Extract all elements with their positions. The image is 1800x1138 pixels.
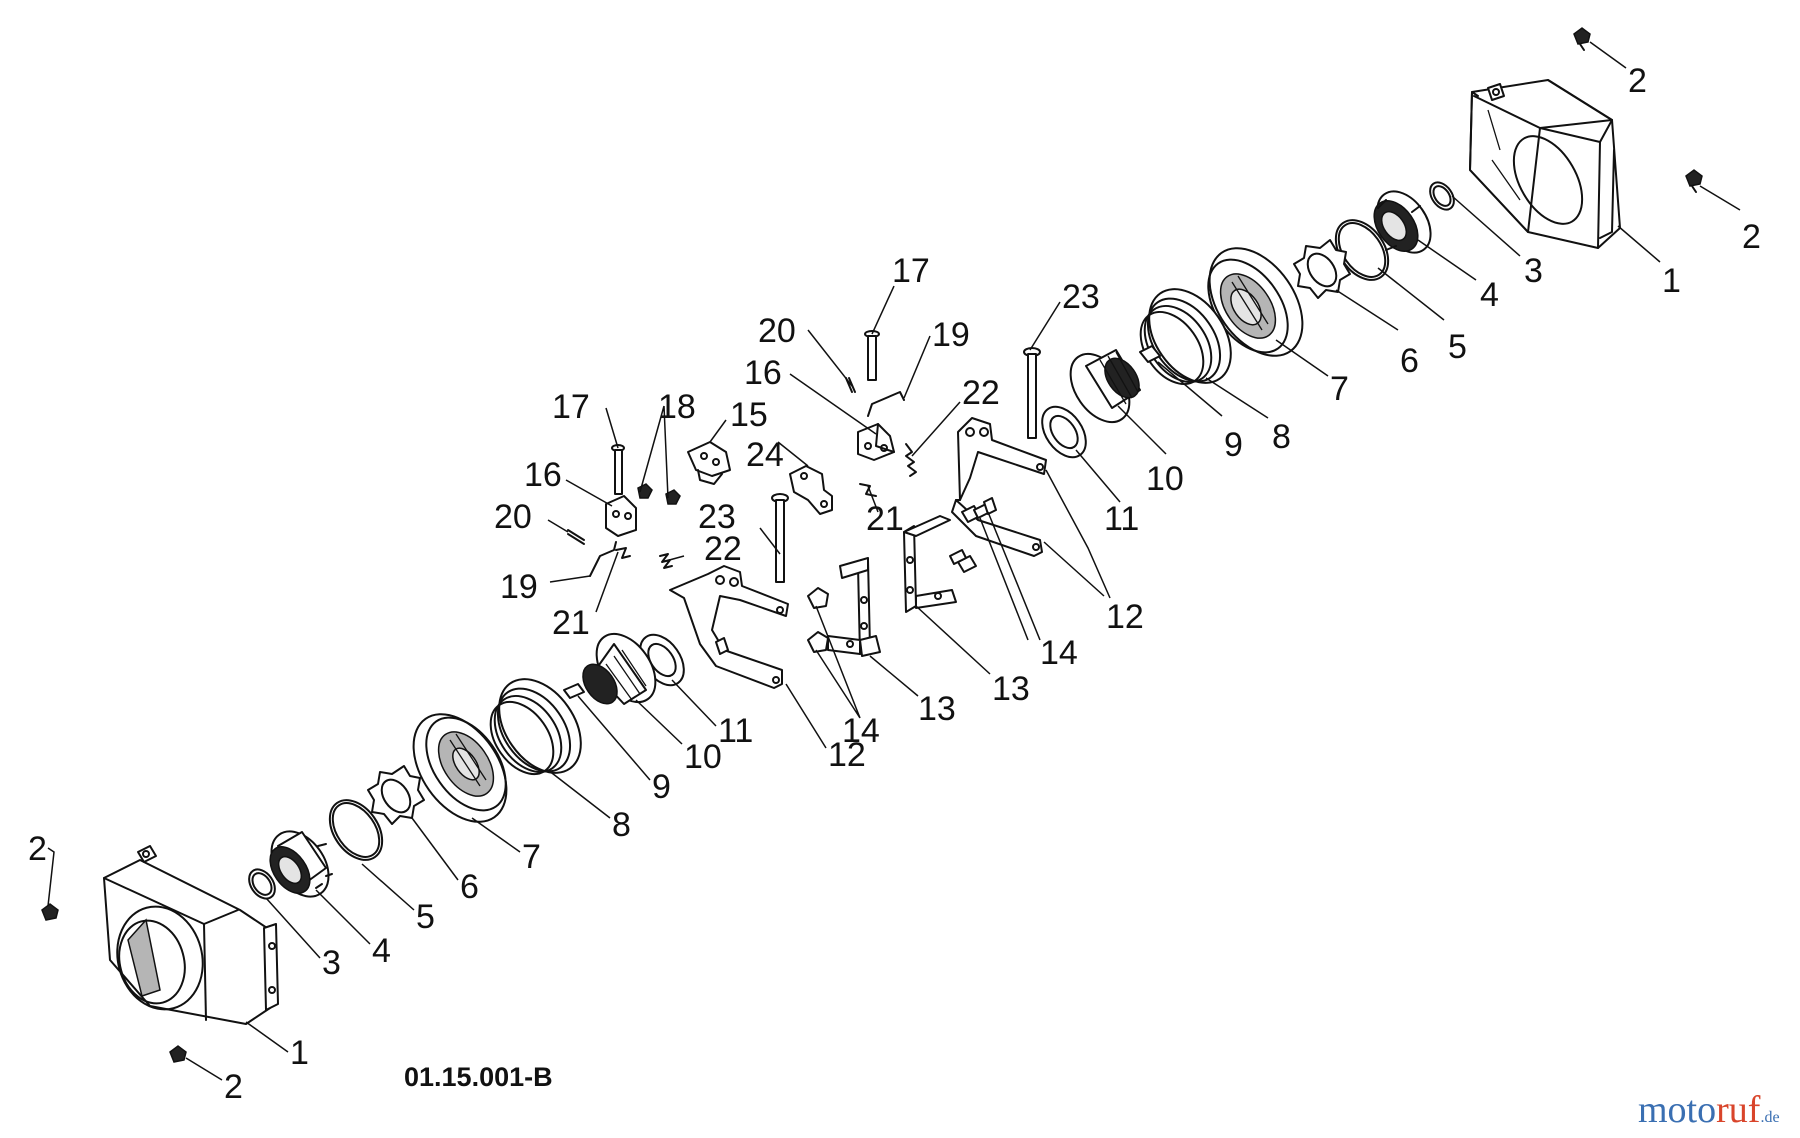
label-6-right: 6	[1400, 342, 1419, 380]
part-2-screw-right	[1685, 169, 1703, 193]
label-4-left: 4	[372, 932, 391, 970]
part-3-left-circlip	[248, 868, 276, 900]
part-2-screw-left	[41, 903, 59, 921]
part-14-right-stud-bottom	[949, 549, 977, 573]
part-12-right-bracket	[951, 417, 1047, 557]
part-23-left-pin	[771, 493, 789, 583]
label-7-left: 7	[522, 838, 541, 876]
label-17-left: 17	[552, 388, 590, 426]
label-2-right-side: 2	[1742, 218, 1761, 256]
label-12-left: 12	[828, 736, 866, 774]
label-5-left: 5	[416, 898, 435, 936]
label-14-left: 14	[842, 712, 880, 750]
part-12-left-bracket	[669, 565, 789, 689]
part-21-mid-clip	[859, 483, 877, 497]
part-1-left-housing	[103, 845, 279, 1025]
part-11-right-washer	[1041, 405, 1087, 459]
part-13-left-lbracket	[827, 557, 881, 657]
watermark-part2: ruf	[1716, 1089, 1761, 1131]
label-9-left: 9	[652, 768, 671, 806]
label-22-mid: 22	[962, 374, 1000, 412]
part-23-right-pin	[1023, 347, 1041, 439]
label-14-right: 14	[1040, 634, 1078, 672]
label-2-right-top: 2	[1628, 62, 1647, 100]
part-9-right-key	[1139, 345, 1161, 363]
part-14-left-stud-top	[807, 587, 829, 609]
part-20-left-split-pin	[567, 529, 585, 545]
watermark-part1: moto	[1638, 1089, 1717, 1131]
label-23-right: 23	[1062, 278, 1100, 316]
label-4-right: 4	[1480, 276, 1499, 314]
part-labels: 2 2 1 3 4 5 6 7 8 9 10 11 23 12 14 13 17…	[28, 62, 1761, 1106]
label-13-left: 13	[918, 690, 956, 728]
part-8-left-spring	[489, 678, 582, 776]
part-14-right-stud-pin	[983, 497, 997, 515]
label-7-right: 7	[1330, 370, 1349, 408]
part-15-plate	[687, 441, 731, 485]
label-15: 15	[730, 396, 768, 434]
part-17-mid-pin	[864, 330, 880, 381]
label-12-right: 12	[1106, 598, 1144, 636]
part-8-right-spring	[1139, 288, 1232, 386]
label-17-mid: 17	[892, 252, 930, 290]
label-24: 24	[746, 436, 784, 474]
part-19-mid-rod	[867, 391, 905, 417]
label-18: 18	[658, 388, 696, 426]
label-1-left: 1	[290, 1034, 309, 1072]
label-10-right: 10	[1146, 460, 1184, 498]
label-19-left: 19	[500, 568, 538, 606]
label-11-right: 11	[1104, 500, 1139, 538]
part-10-left-sleeve	[582, 632, 657, 705]
label-9-right: 9	[1224, 426, 1243, 464]
part-13-right-lbracket	[903, 515, 957, 613]
part-18-screw-b	[665, 489, 681, 505]
label-8-left: 8	[612, 806, 631, 844]
part-16-mid-bracket	[857, 423, 895, 461]
label-13-right: 13	[992, 670, 1030, 708]
label-3-right: 3	[1524, 252, 1543, 290]
part-21-left-clip	[615, 547, 631, 559]
label-23-left: 23	[698, 498, 736, 536]
label-22-left: 22	[704, 530, 742, 568]
part-4-left-hub	[269, 830, 333, 898]
part-3-right-circlip	[1429, 181, 1455, 211]
part-2-screw-top	[1573, 27, 1591, 51]
label-21-left: 21	[552, 604, 590, 642]
part-4-right-hub	[1373, 190, 1432, 254]
label-16-left: 16	[524, 456, 562, 494]
watermark-part3: .de	[1760, 1109, 1780, 1126]
part-10-right-sleeve	[1069, 349, 1141, 424]
label-3-left: 3	[322, 944, 341, 982]
watermark-logo: motoruf.de	[1638, 1090, 1780, 1138]
diagram-code: 01.15.001-B	[404, 1062, 553, 1092]
label-20-left: 20	[494, 498, 532, 536]
part-16-left-bracket	[605, 495, 637, 537]
label-10-left: 10	[684, 738, 722, 776]
label-2-left-bottom: 2	[224, 1068, 243, 1106]
label-6-left: 6	[460, 868, 479, 906]
part-1-right-housing	[1469, 79, 1621, 249]
label-2-left-top: 2	[28, 830, 47, 868]
part-6-left-star-washer	[367, 765, 425, 825]
label-16-mid: 16	[744, 354, 782, 392]
part-22-mid-spring	[905, 443, 917, 477]
leader-lines	[47, 41, 1741, 1081]
label-20-mid: 20	[758, 312, 796, 350]
label-1-right: 1	[1662, 262, 1681, 300]
part-6-right-star-washer	[1293, 239, 1351, 299]
label-19-mid: 19	[932, 316, 970, 354]
part-7-left-drum	[412, 713, 508, 823]
part-19-left-rod	[589, 541, 617, 577]
part-2-screw-bottom	[169, 1045, 187, 1063]
label-21-mid: 21	[866, 500, 904, 538]
label-8-right: 8	[1272, 418, 1291, 456]
part-5-left-ring	[328, 799, 384, 861]
label-5-right: 5	[1448, 328, 1467, 366]
part-17-left-pin	[611, 444, 625, 495]
part-24-link-plate	[789, 465, 833, 515]
part-14-left-stud-bottom	[807, 631, 829, 653]
label-11-left: 11	[718, 712, 753, 750]
part-9-left-key	[563, 683, 585, 699]
